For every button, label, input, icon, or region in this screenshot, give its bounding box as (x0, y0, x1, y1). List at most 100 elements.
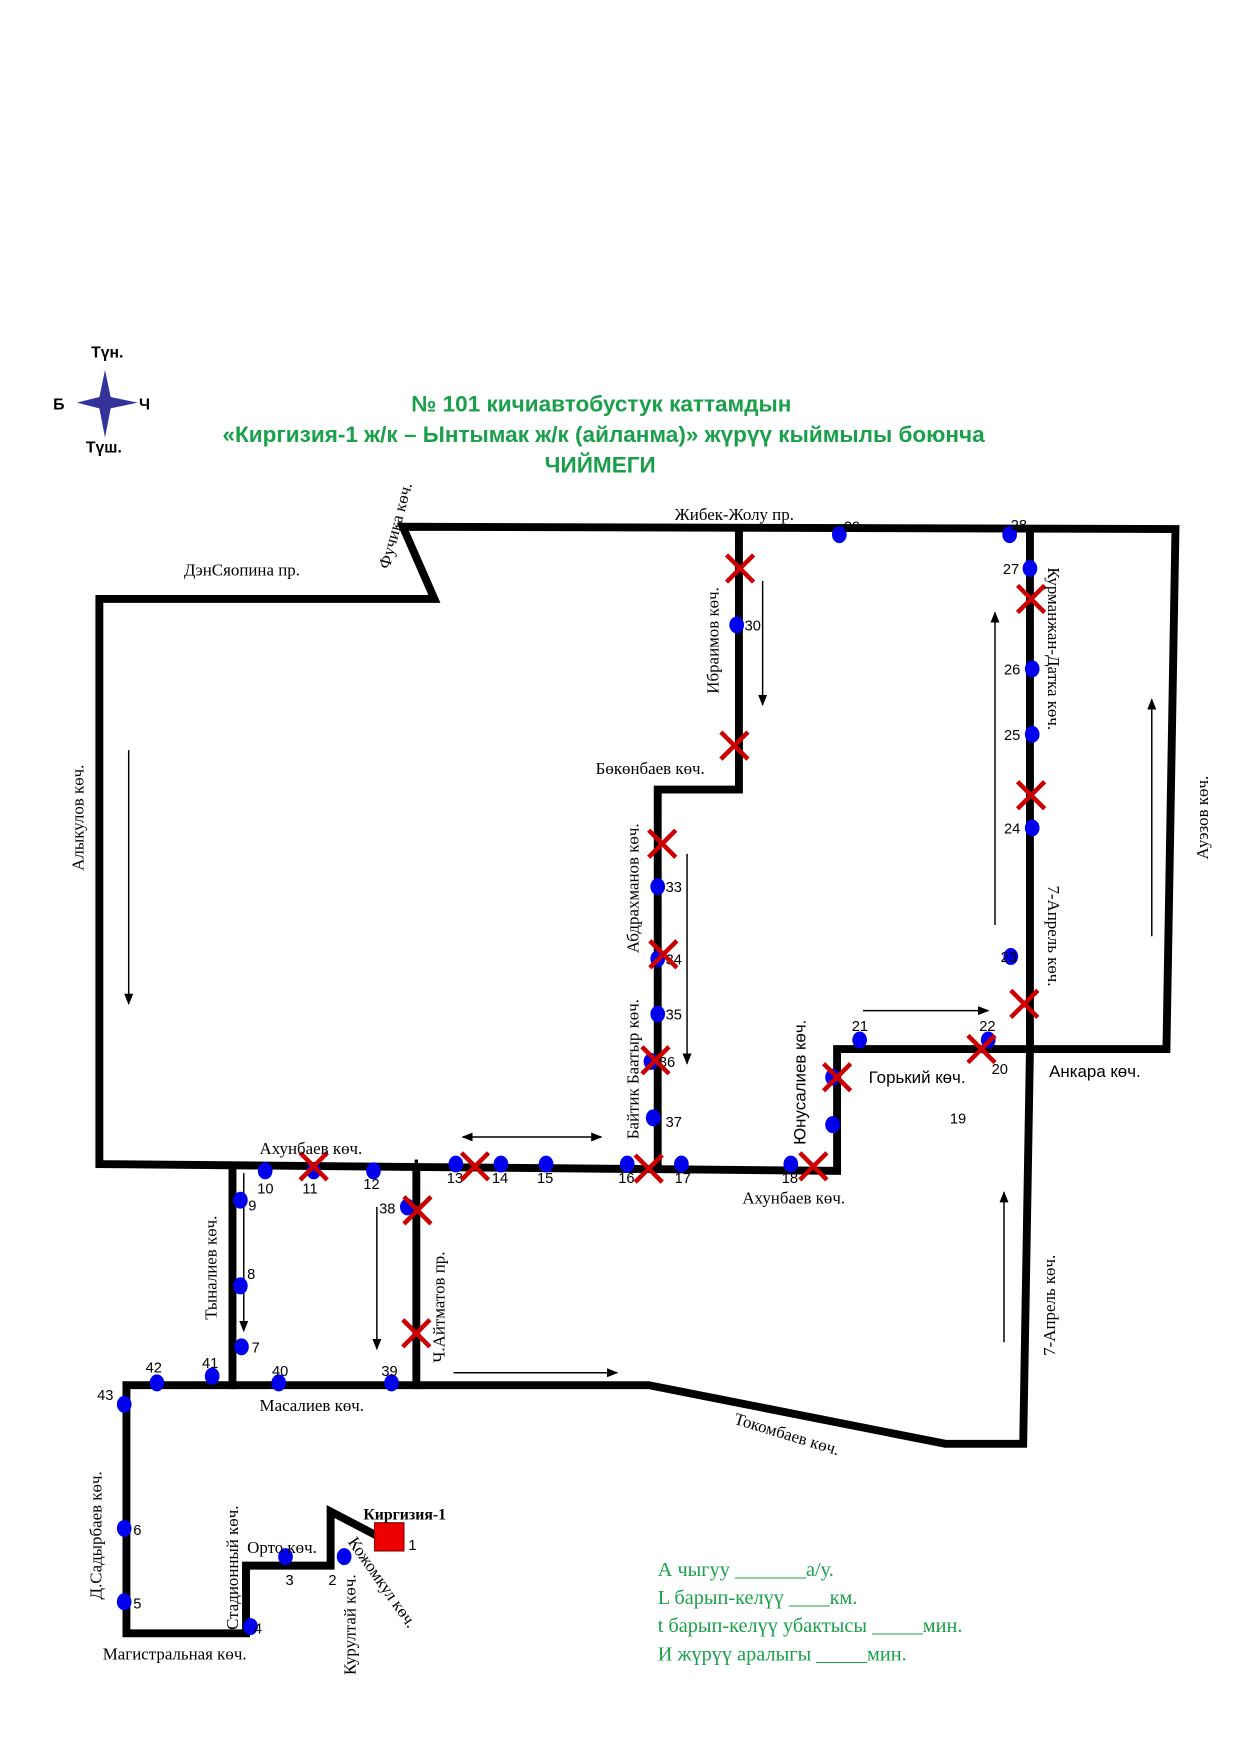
street-label: Масалиев көч. (260, 1396, 365, 1415)
closed-stop-x-icon (298, 1151, 329, 1182)
stop-label: 17 (675, 1171, 691, 1187)
stop-label: 9 (248, 1198, 256, 1214)
stop-label: 14 (492, 1171, 508, 1187)
stop-label: 21 (852, 1019, 868, 1035)
route-parameters: А чыгуу _______а/у. L барып-келүү ____км… (658, 1559, 963, 1666)
closed-stop-x-icon (724, 553, 756, 584)
street-label: Ауэзов көч. (1193, 776, 1212, 860)
compass-rose-icon (76, 369, 138, 438)
closed-stop-x-icon (633, 1153, 664, 1184)
stop-label: 37 (666, 1115, 682, 1131)
stop-label: 34 (666, 952, 682, 968)
street-label: ДэнСяопина пр. (184, 560, 300, 579)
stop-label: 27 (1003, 562, 1019, 578)
stop-label: 8 (247, 1267, 255, 1283)
stop-label: 40 (272, 1364, 288, 1380)
bus-stop-icon (825, 1116, 840, 1134)
bus-stop-icon (336, 1548, 352, 1566)
street-label: Орто көч. (247, 1538, 317, 1557)
street-label: Бөкөнбаев көч. (596, 759, 705, 778)
stop-label: 42 (146, 1361, 162, 1377)
street-label: Ахунбаев көч. (742, 1189, 845, 1208)
legend-interval: И жүрүү аралыгы _____мин. (658, 1643, 907, 1665)
bus-stop-icon (204, 1367, 220, 1385)
street-label: 7-Апрель көч. (1044, 885, 1063, 986)
stop-label: 3 (285, 1573, 293, 1589)
bus-stop-icon (650, 878, 666, 896)
compass-east: Ч (139, 396, 150, 413)
street-label: Ахунбаев көч. (260, 1139, 363, 1158)
stop-label: 12 (363, 1177, 379, 1193)
bus-stop-icon (729, 616, 745, 634)
bus-stop-icon (234, 1338, 249, 1356)
bus-stop-icon (852, 1031, 867, 1049)
stop-label: 18 (782, 1171, 798, 1187)
street-label: Курултай көч. (340, 1574, 359, 1675)
stop-label: 4 (254, 1621, 262, 1637)
stop-label: 29 (844, 519, 860, 535)
closed-stop-x-icon (966, 1033, 997, 1065)
closed-stop-x-icon (1015, 583, 1047, 615)
stop-label: 7 (252, 1340, 260, 1356)
closed-stop-x-icon (821, 1062, 853, 1093)
street-label: Анкара көч. (1049, 1062, 1141, 1081)
title-line-2: «Киргизия-1 ж/к – Ынтымак ж/к (айланма)»… (222, 422, 985, 447)
stop-label: 41 (202, 1356, 218, 1372)
title-line-3: ЧИЙМЕГИ (545, 453, 656, 478)
stop-label: 28 (1011, 518, 1027, 534)
compass-south: Түш. (86, 439, 122, 456)
bus-stop-icon (116, 1519, 132, 1537)
bus-stop-icon (1002, 526, 1017, 544)
stop-label: 15 (537, 1171, 553, 1187)
compass-west: Б (53, 396, 64, 413)
street-label: Ч.Айтматов пр. (430, 1252, 449, 1363)
bus-stop-icon (831, 526, 847, 544)
stop-label: 2 (328, 1573, 336, 1589)
street-label: 7-Апрель көч. (1040, 1255, 1059, 1356)
stop-label: 38 (379, 1202, 395, 1218)
closed-stop-x-icon (640, 1045, 671, 1076)
direction-arrows (124, 580, 1157, 1378)
closed-stop-x-icon (648, 939, 679, 970)
bus-stop-icon (366, 1162, 381, 1180)
compass-north: Түн. (91, 345, 123, 362)
bus-stop-icon (493, 1155, 509, 1173)
stop-label: 39 (381, 1364, 397, 1380)
stop-label: 33 (666, 880, 682, 896)
stop-label: 13 (447, 1171, 463, 1187)
street-label: Стадионный көч. (223, 1506, 242, 1630)
terminal-marker-icon (374, 1522, 405, 1552)
bus-stop-icon (448, 1155, 464, 1173)
bus-stop-icon (233, 1277, 248, 1295)
stop-label: 24 (1004, 822, 1020, 838)
stop-label: 6 (133, 1523, 141, 1539)
stop-label: 5 (133, 1596, 141, 1612)
closed-stop-x-icon (1009, 988, 1040, 1020)
street-label: Жибек-Жолу пр. (675, 505, 794, 524)
bus-stop-icon (1024, 660, 1040, 678)
bus-stop-icon (233, 1191, 248, 1209)
bus-stop-icon (257, 1162, 273, 1180)
stop-label: 35 (666, 1008, 682, 1024)
stop-label: 26 (1004, 663, 1020, 679)
bus-stop-icon (619, 1155, 635, 1173)
closed-stop-x-icon (719, 730, 750, 761)
bus-stop-icon (825, 1068, 840, 1086)
street-label: Байтик Баатыр көч. (624, 999, 643, 1139)
bus-stop-icon (149, 1374, 165, 1392)
bus-stop-icon (278, 1548, 293, 1566)
street-labels: Жибек-Жолу пр. ДэнСяопина пр. Фучика көч… (69, 480, 1213, 1675)
bus-stop-icon (271, 1374, 287, 1392)
stop-label: 19 (950, 1111, 966, 1127)
bus-stop-icon (306, 1162, 322, 1180)
closed-stop-x-icon (459, 1151, 491, 1182)
street-label: Ибраимов көч. (704, 587, 723, 694)
bus-stop-icon (1024, 725, 1040, 743)
stop-label: 23 (1001, 950, 1017, 966)
bus-stop-icon (645, 1109, 661, 1127)
closed-stop-x-icon (401, 1318, 432, 1349)
closed-stops (298, 553, 1047, 1349)
title-line-1: № 101 кичиавтобустук каттамдын (411, 392, 791, 417)
closed-stop-x-icon (647, 828, 678, 859)
closed-stop-x-icon (1015, 780, 1047, 811)
